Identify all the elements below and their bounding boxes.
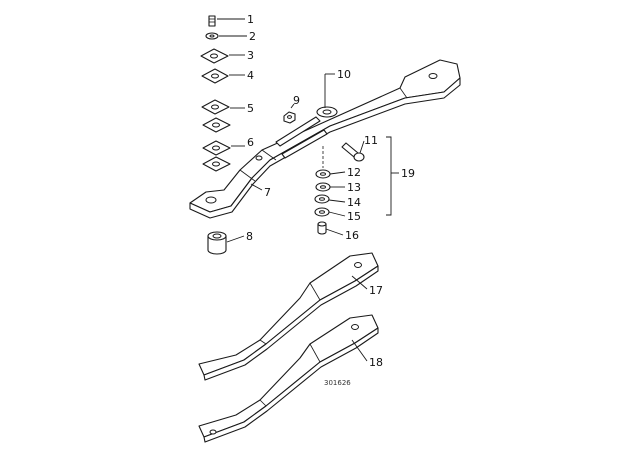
part-6-plate-upper xyxy=(202,140,231,156)
drawing-number: 301626 xyxy=(324,379,351,387)
callout-19: 19 xyxy=(401,167,415,180)
leader-lines xyxy=(217,18,399,362)
part-13-washer xyxy=(315,182,331,192)
callout-12: 12 xyxy=(347,166,361,179)
part-7-main-bar xyxy=(189,59,461,219)
callout-1: 1 xyxy=(247,13,254,26)
part-2-washer xyxy=(205,32,219,40)
callout-9: 9 xyxy=(293,94,300,107)
bracket-19 xyxy=(386,136,392,216)
callout-6: 6 xyxy=(247,136,254,149)
callout-10: 10 xyxy=(337,68,351,81)
part-15-washer xyxy=(314,207,330,217)
callout-13: 13 xyxy=(347,181,361,194)
part-4-plate xyxy=(201,68,229,84)
callout-17: 17 xyxy=(369,284,383,297)
part-12-washer xyxy=(315,169,331,179)
callout-4: 4 xyxy=(247,69,254,82)
part-9-nut xyxy=(283,111,296,124)
part-18-blade xyxy=(198,314,379,443)
callout-2: 2 xyxy=(249,30,256,43)
part-3-plate xyxy=(200,48,229,64)
part-14-washer xyxy=(314,194,330,204)
callout-7: 7 xyxy=(264,186,271,199)
part-11-bolt xyxy=(341,142,365,162)
part-5-plate-upper xyxy=(201,99,230,115)
callout-16: 16 xyxy=(345,229,359,242)
part-17-blade xyxy=(198,252,379,381)
callout-3: 3 xyxy=(247,49,254,62)
callout-14: 14 xyxy=(347,196,361,209)
part-6-plate-lower xyxy=(202,156,231,172)
part-5-plate-lower xyxy=(202,117,231,133)
callout-18: 18 xyxy=(369,356,383,369)
part-1-bolt xyxy=(208,15,216,27)
part-16-nut xyxy=(317,221,327,235)
part-8-bushing xyxy=(207,231,227,255)
callout-11: 11 xyxy=(364,134,378,147)
callout-15: 15 xyxy=(347,210,361,223)
callout-5: 5 xyxy=(247,102,254,115)
callout-8: 8 xyxy=(246,230,253,243)
